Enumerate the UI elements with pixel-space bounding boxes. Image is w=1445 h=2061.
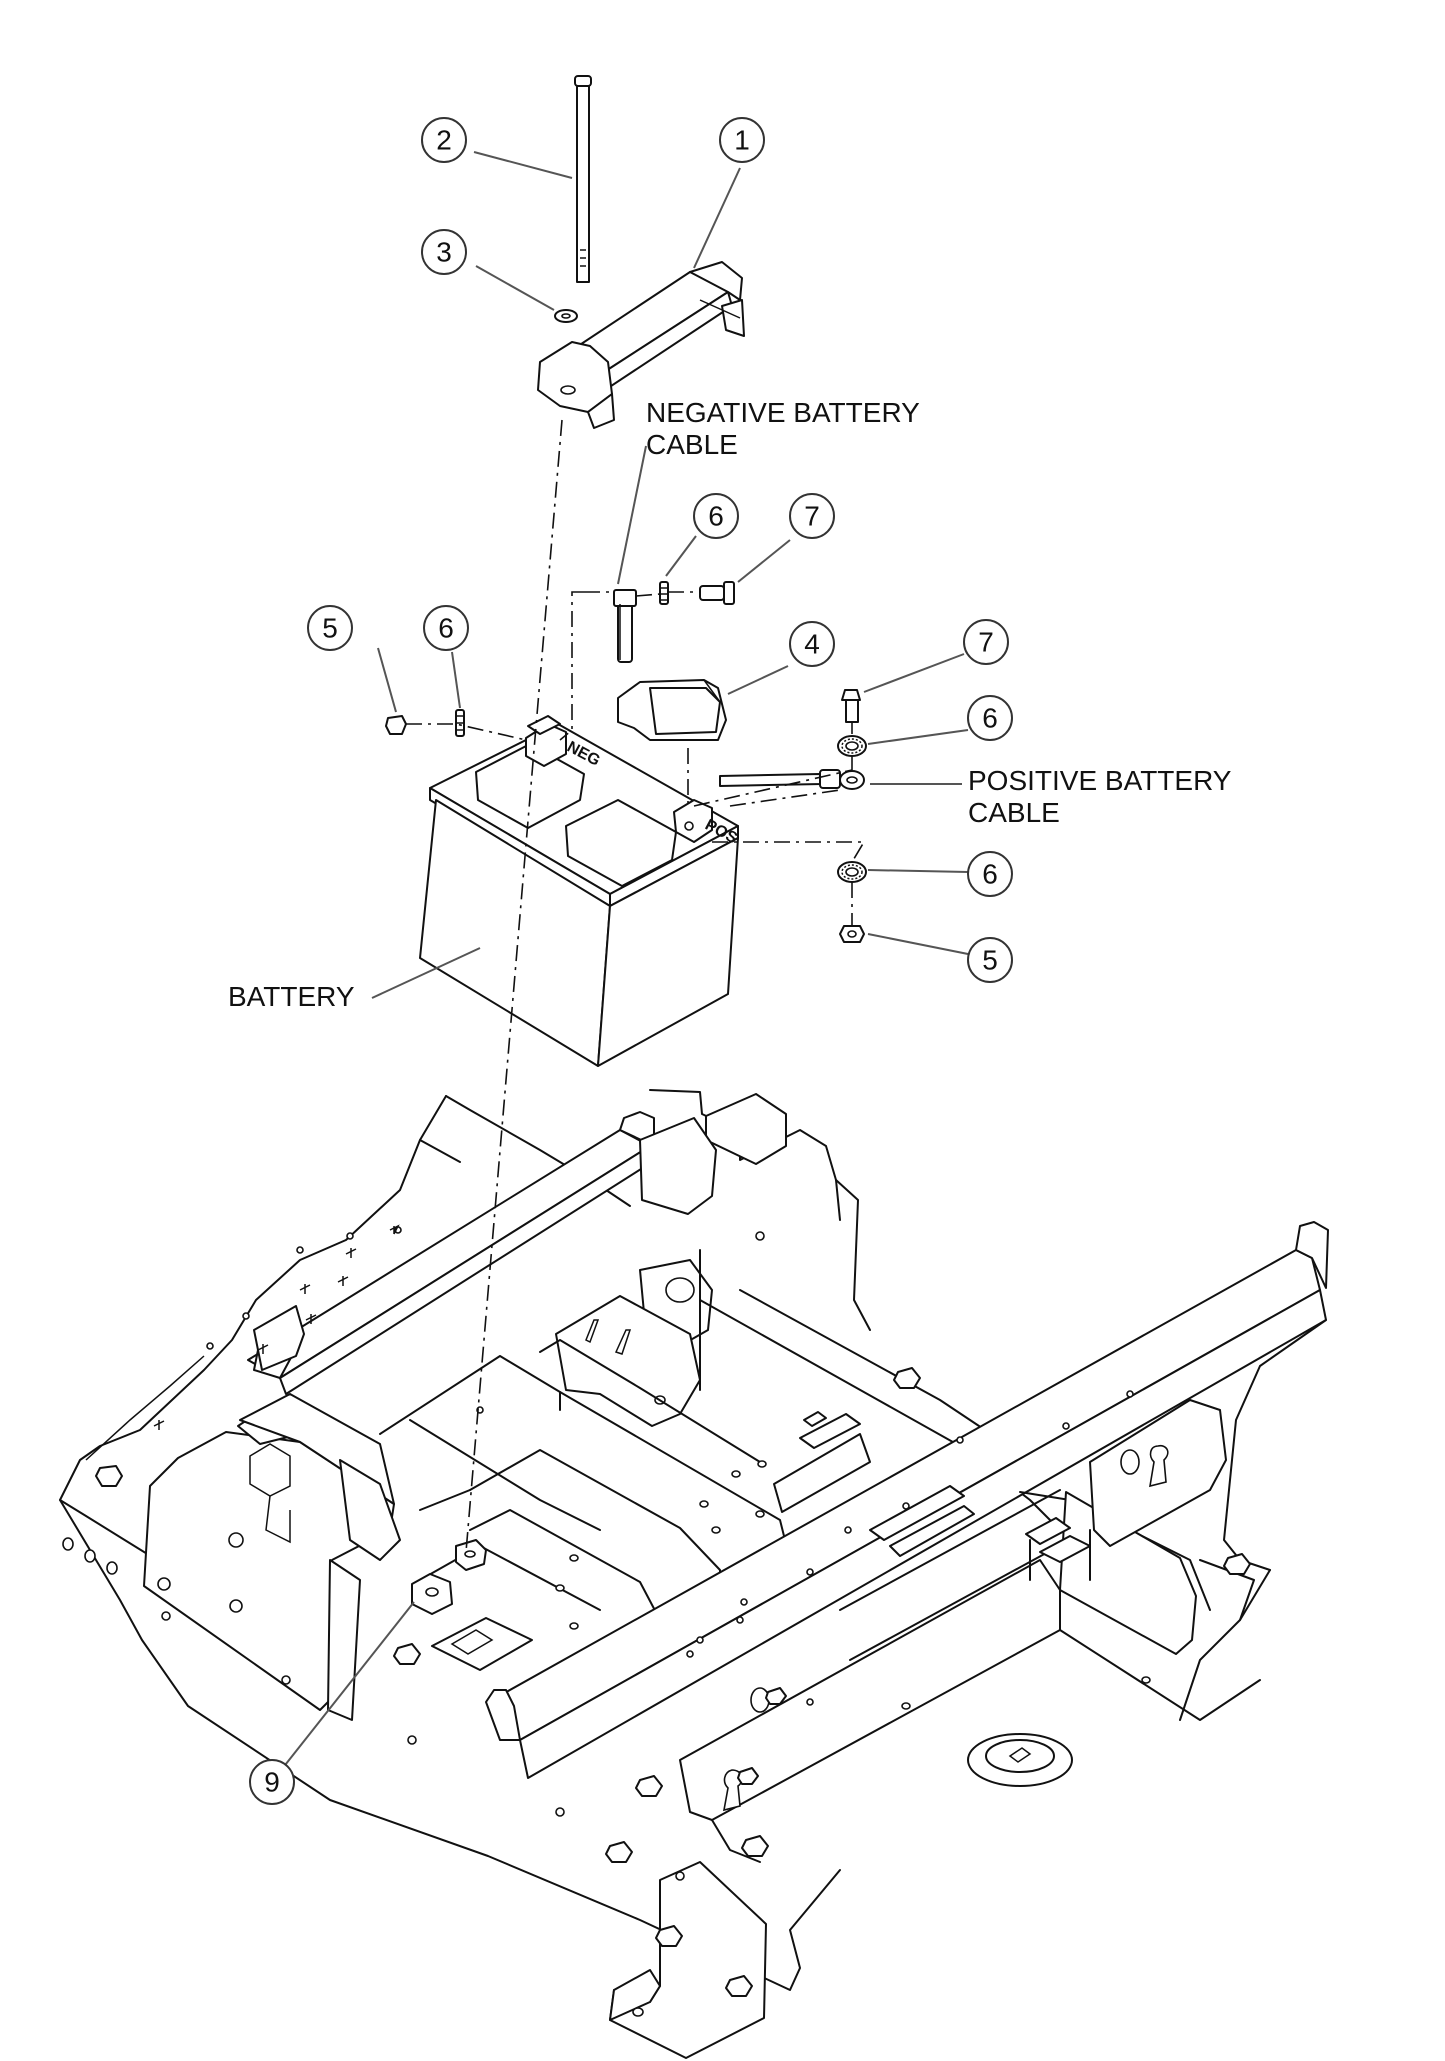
battery: NEG POS [419,715,740,1067]
callout-1: 1 [719,117,765,163]
callout-9: 9 [249,1759,295,1805]
callout-6-number: 6 [438,613,454,644]
callout-5-number: 5 [982,945,998,976]
callout-7-number: 7 [804,501,820,532]
positive-hex-nut [839,925,865,943]
frame-bolts [95,1367,1251,1997]
negative-cable-label-line2: CABLE [646,429,738,460]
positive-terminal-bolt [841,689,861,723]
callout-1-number: 1 [734,125,750,156]
frame-holes [62,1226,1151,1881]
callout-5-number: 5 [322,613,338,644]
callout-6-number: 6 [982,703,998,734]
terminal-cover-boot [617,679,727,741]
positive-cable-label-line2: CABLE [968,797,1060,828]
callout-3: 3 [421,229,467,275]
negative-lock-washer-lower [455,709,465,737]
negative-hex-nut [385,715,407,735]
callout-2: 2 [421,117,467,163]
positive-cable-label-line1: POSITIVE BATTERY [968,765,1232,796]
callout-6-negative-cable: 6 [693,493,739,539]
callout-6-left: 6 [423,605,469,651]
callout-2-number: 2 [436,125,452,156]
flat-washer [554,309,578,323]
callout-6-number: 6 [708,501,724,532]
assembly-centerlines [406,419,866,1553]
callout-7-negative-cable: 7 [789,493,835,539]
callout-7-positive: 7 [963,619,1009,665]
hold-down-bracket [537,261,745,429]
callout-9-number: 9 [264,1767,280,1798]
battery-nut-plate [411,1539,487,1615]
callout-4-number: 4 [804,629,820,660]
callout-7-number: 7 [978,627,994,658]
negative-cable-label-line1: NEGATIVE BATTERY [646,397,920,428]
callout-5-left: 5 [307,605,353,651]
leader-lines [277,151,969,1775]
callout-5-positive: 5 [967,937,1013,983]
callout-4: 4 [789,621,835,667]
battery-label: BATTERY [228,981,355,1012]
positive-cable [719,769,865,790]
positive-star-washer-upper [837,735,867,757]
callout-6-positive-upper: 6 [967,695,1013,741]
negative-terminal-bolt [699,581,735,605]
hold-down-rod [574,75,592,283]
negative-cable-terminal [613,589,637,663]
positive-star-washer-lower [837,861,867,883]
mower-frame-chassis [59,1089,1329,2059]
negative-lock-washer [659,581,669,605]
callout-6-number: 6 [982,859,998,890]
callout-3-number: 3 [436,237,452,268]
callout-6-positive-lower: 6 [967,851,1013,897]
frame-star-marks [153,1224,400,1430]
